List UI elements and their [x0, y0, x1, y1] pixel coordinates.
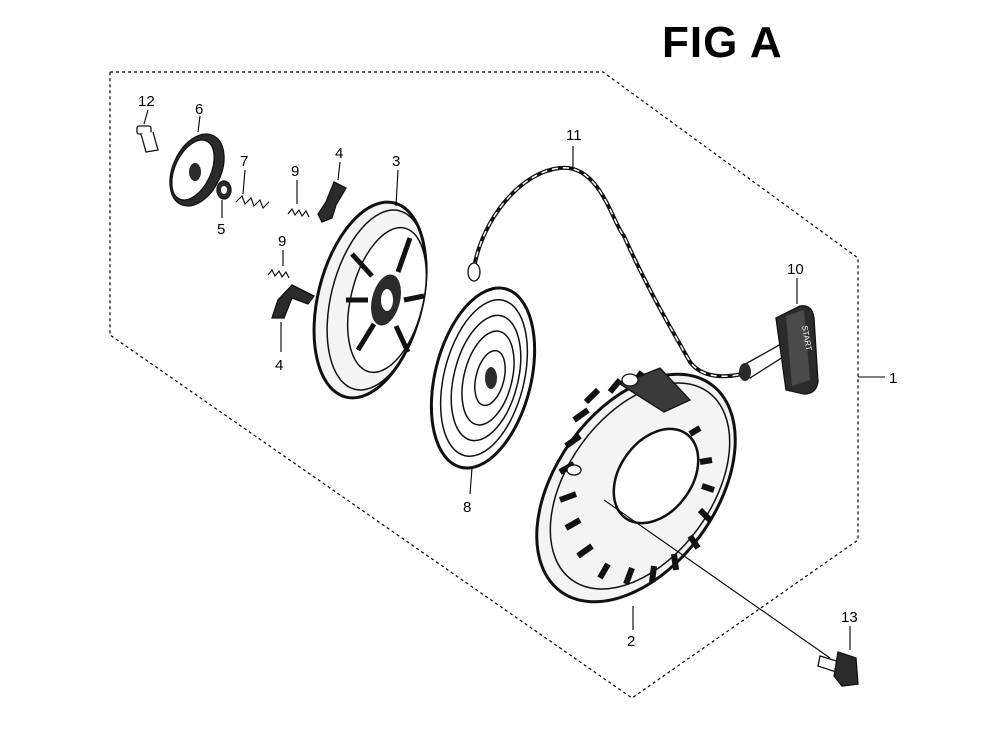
callout-1: 1 [889, 370, 897, 387]
callout-6: 6 [195, 101, 203, 118]
part-4-pawl-upper [317, 161, 347, 223]
part-6-friction-plate [169, 115, 225, 207]
part-11-starter-rope [467, 146, 743, 379]
part-9-spring-upper [287, 180, 310, 218]
callout-4-lower: 4 [275, 357, 283, 374]
part-7-spring [235, 169, 270, 209]
part-13-flange-bolt [603, 499, 859, 687]
callout-3: 3 [392, 153, 400, 170]
part-10-starter-grip [739, 278, 819, 395]
callout-10: 10 [787, 261, 804, 278]
callout-4-upper: 4 [335, 145, 343, 162]
part-9-spring-lower [267, 250, 290, 279]
callout-9-upper: 9 [291, 163, 299, 180]
callout-5: 5 [217, 221, 225, 238]
part-4-pawl-lower [271, 284, 315, 352]
assembly-boundary [109, 71, 859, 699]
grip-label: START [800, 325, 813, 352]
figure-title: FIG A [662, 18, 783, 67]
callout-11: 11 [566, 127, 582, 144]
part-2-starter-case [535, 367, 737, 630]
part-3-starter-reel [312, 169, 428, 400]
part-5-washer [216, 180, 232, 218]
callout-13: 13 [841, 609, 858, 626]
part-12-bolt [136, 109, 159, 153]
callout-8: 8 [463, 499, 471, 516]
part-8-recoil-spring [429, 286, 537, 495]
callout-2: 2 [627, 633, 635, 650]
callout-7: 7 [240, 153, 248, 170]
callout-9-lower: 9 [278, 233, 286, 250]
callout-12: 12 [138, 93, 155, 110]
